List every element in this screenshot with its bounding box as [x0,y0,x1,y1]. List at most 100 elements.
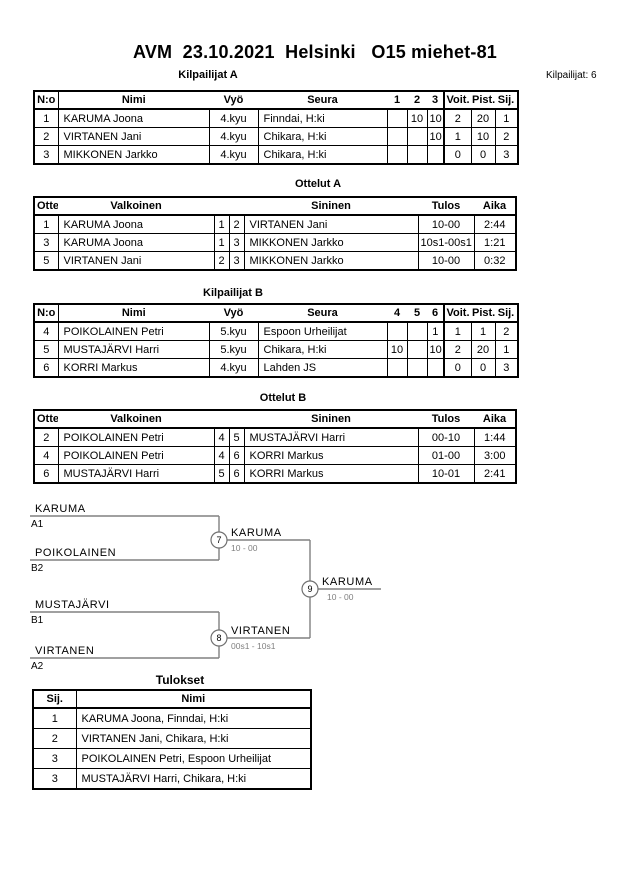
cell-match-no: 2 [33,427,59,447]
cell-match-no: 1 [33,214,59,234]
cell-name: MUSTAJÄRVI Harri, Chikara, H:ki [75,768,312,790]
seed-code: B2 [31,563,44,574]
cell-time: 0:32 [473,251,517,271]
match-number: 7 [216,535,221,545]
matches-a-title: Ottelut A [294,178,342,190]
cell-result: 10-00 [417,214,475,234]
results-title: Tulokset [155,673,205,687]
cell-belt: 4.kyu [208,108,259,128]
cell-place: 3 [32,768,77,790]
cell-score-4 [386,321,408,341]
cell-result: 10-01 [417,464,475,484]
cell-points: 20 [470,340,496,359]
header-row: Ottelu Valkoinen Sininen Tulos Aika [34,410,516,429]
table-row: 2 VIRTANEN Jani, Chikara, H:ki [32,728,312,749]
cell-white-no: 2 [213,251,230,271]
col-header-time: Aika [474,197,516,216]
cell-no: 1 [33,108,59,128]
col-header-no: N:o [34,91,59,110]
seed-code: A1 [31,519,44,530]
table-row: 5 VIRTANEN Jani 2 3 MIKKONEN Jarkko 10-0… [33,251,517,271]
match-score: 10 - 00 [327,592,354,602]
spacer-header [214,197,244,216]
header-row: Ottelu Valkoinen Sininen Tulos Aika [34,197,516,216]
bracket-lines [30,515,381,659]
header-row: Sij. Nimi [33,690,311,709]
cell-blue-no: 3 [228,233,245,252]
cell-white-name: POIKOLAINEN Petri [57,427,215,447]
col-header-1: 1 [387,91,407,110]
cell-name: MUSTAJÄRVI Harri [57,340,210,359]
col-header-white: Valkoinen [58,410,214,429]
col-header-blue: Sininen [244,410,418,429]
cell-match-no: 4 [33,446,59,465]
cell-belt: 4.kyu [208,358,259,378]
cell-white-name: MUSTAJÄRVI Harri [57,464,215,484]
cell-blue-name: MIKKONEN Jarkko [243,233,419,252]
col-header-white: Valkoinen [58,197,214,216]
seed-name: KARUMA [35,503,86,515]
col-header-place: Sij. [33,690,77,709]
cell-score-2 [406,145,428,165]
col-header-wins: Voit. [443,304,471,323]
col-header-points: Pist. [471,91,495,110]
cell-wins: 2 [443,108,472,128]
match-score: 00s1 - 10s1 [231,641,276,651]
cell-result: 00-10 [417,427,475,447]
cell-score-6 [426,358,445,378]
cell-blue-no: 6 [228,464,245,484]
cell-blue-no: 3 [228,251,245,271]
cell-score-2 [406,127,428,146]
cell-place: 2 [494,127,519,146]
cell-belt: 5.kyu [208,340,259,359]
seed-name: VIRTANEN [35,645,94,657]
cell-club: Chikara, H:ki [257,340,388,359]
cell-time: 1:21 [473,233,517,252]
cell-white-name: VIRTANEN Jani [57,251,215,271]
cell-score-5 [406,321,428,341]
match-winner: KARUMA [322,576,373,588]
header-row: N:o Nimi Vyö Seura 4 5 6 Voit. Pist. Sij… [34,304,518,323]
col-header-name: Nimi [58,91,209,110]
cell-blue-name: MIKKONEN Jarkko [243,251,419,271]
cell-wins: 0 [443,358,472,378]
match-9-circle [301,580,319,598]
table-row: 3 MIKKONEN Jarkko 4.kyu Chikara, H:ki 0 … [33,145,519,165]
cell-belt: 5.kyu [208,321,259,341]
cell-time: 2:44 [473,214,517,234]
match-number: 8 [216,633,221,643]
col-header-blue: Sininen [244,197,418,216]
table-row: 3 KARUMA Joona 1 3 MIKKONEN Jarkko 10s1-… [33,233,517,252]
cell-points: 20 [470,108,496,128]
col-header-belt: Vyö [209,91,258,110]
cell-wins: 0 [443,145,472,165]
cell-no: 2 [33,127,59,146]
cell-score-5 [406,358,428,378]
cell-points: 0 [470,145,496,165]
col-header-4: 4 [387,304,407,323]
table-row: 1 KARUMA Joona 1 2 VIRTANEN Jani 10-00 2… [33,214,517,234]
cell-white-no: 1 [213,233,230,252]
cell-points: 10 [470,127,496,146]
col-header-3: 3 [427,91,444,110]
table-row: 6 MUSTAJÄRVI Harri 5 6 KORRI Markus 10-0… [33,464,517,484]
cell-score-4 [386,358,408,378]
cell-score-6: 1 [426,321,445,341]
cell-score-3: 10 [426,127,445,146]
table-row: 3 MUSTAJÄRVI Harri, Chikara, H:ki [32,768,312,790]
col-header-club: Seura [258,91,387,110]
cell-wins: 1 [443,321,472,341]
cell-place: 1 [494,340,519,359]
col-header-time: Aika [474,410,516,429]
col-header-belt: Vyö [209,304,258,323]
competitor-count: Kilpailijat: 6 [546,70,597,81]
cell-white-no: 4 [213,446,230,465]
col-header-club: Seura [258,304,387,323]
cell-no: 5 [33,340,59,359]
pool-b-table: N:o Nimi Vyö Seura 4 5 6 Voit. Pist. Sij… [33,303,519,378]
cell-name: KARUMA Joona [57,108,210,128]
col-header-result: Tulos [418,410,474,429]
match-winner: VIRTANEN [231,625,290,637]
cell-score-2: 10 [406,108,428,128]
